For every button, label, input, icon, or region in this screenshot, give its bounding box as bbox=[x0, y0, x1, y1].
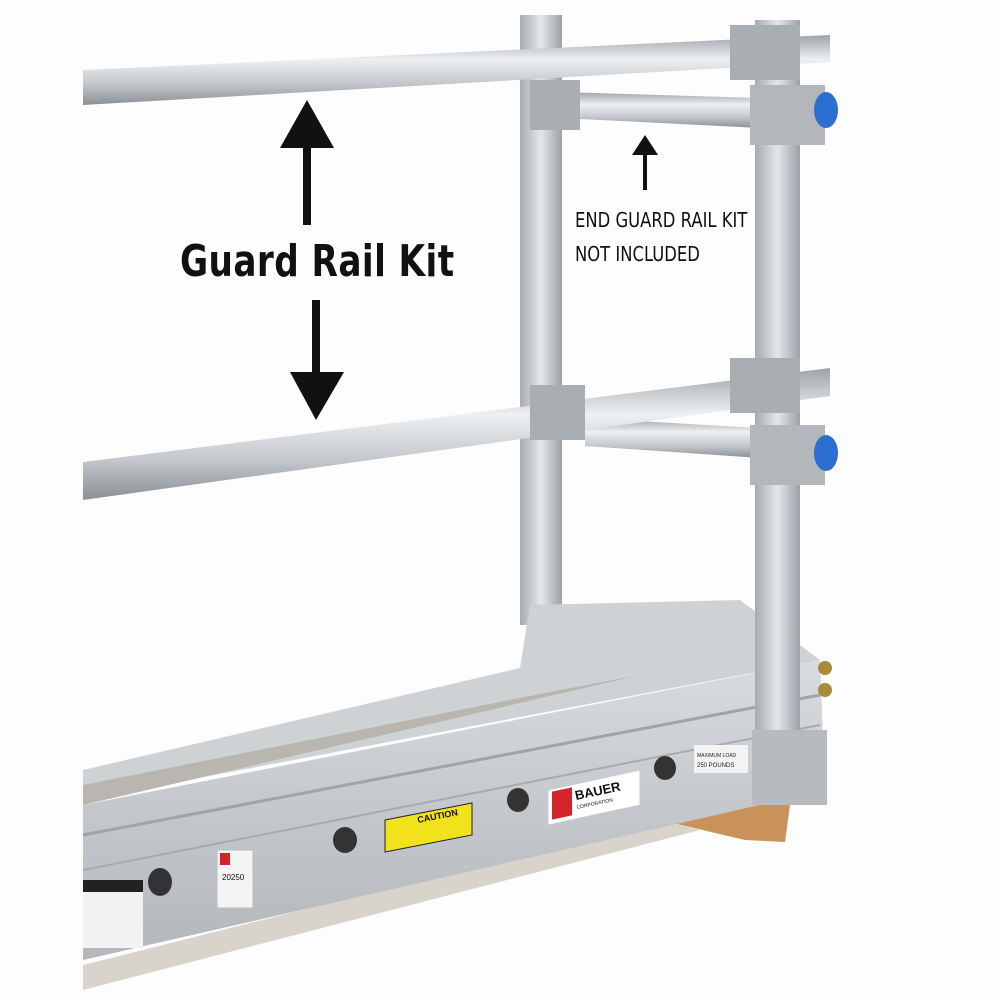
post-bracket bbox=[752, 730, 827, 805]
max-load-line2: 250 POUNDS bbox=[697, 763, 734, 769]
blue-end-plug bbox=[814, 92, 838, 128]
warning-label-header bbox=[83, 880, 143, 892]
end-rail-top bbox=[560, 92, 760, 128]
rail-clamp bbox=[750, 85, 825, 145]
platform-perforations bbox=[83, 675, 640, 805]
bottom-guard-rail bbox=[83, 368, 830, 500]
rail-clamp bbox=[530, 385, 585, 440]
bolt bbox=[818, 683, 832, 697]
rail-clamp bbox=[530, 80, 580, 130]
end-note-line2: NOT INCLUDED bbox=[575, 242, 700, 266]
end-note-line1: END GUARD RAIL KIT bbox=[575, 208, 748, 232]
bolt bbox=[818, 661, 832, 675]
bauer-logo-mark bbox=[552, 787, 572, 820]
rail-clamp bbox=[730, 358, 800, 413]
platform-grating bbox=[83, 820, 700, 990]
max-load-line1: MAXIMUM LOAD bbox=[697, 753, 737, 759]
guard-rail-kit-label: Guard Rail Kit bbox=[180, 236, 455, 287]
bauer-label: BAUER CORPORATION bbox=[547, 769, 641, 826]
model-label: 20250 bbox=[216, 849, 254, 909]
beam-hole bbox=[654, 756, 676, 780]
arrow-up-icon bbox=[280, 100, 334, 225]
end-guard-rail-note: END GUARD RAIL KIT NOT INCLUDED bbox=[575, 203, 747, 271]
model-text: 20250 bbox=[222, 873, 245, 882]
rail-clamp bbox=[750, 425, 825, 485]
caution-label: CAUTION bbox=[384, 802, 473, 853]
top-guard-rail bbox=[83, 35, 830, 105]
beam-hole bbox=[507, 788, 529, 812]
rail-clamp bbox=[730, 25, 800, 80]
beam-groove bbox=[82, 693, 821, 837]
beam-hole bbox=[148, 868, 172, 896]
max-load-label: MAXIMUM LOAD 250 POUNDS bbox=[694, 745, 748, 773]
beam-hole bbox=[333, 827, 357, 853]
arrow-down-icon bbox=[290, 300, 344, 420]
blue-end-plug bbox=[814, 435, 838, 471]
arrow-up-small-icon bbox=[632, 135, 658, 190]
end-rail-bottom bbox=[585, 418, 760, 458]
